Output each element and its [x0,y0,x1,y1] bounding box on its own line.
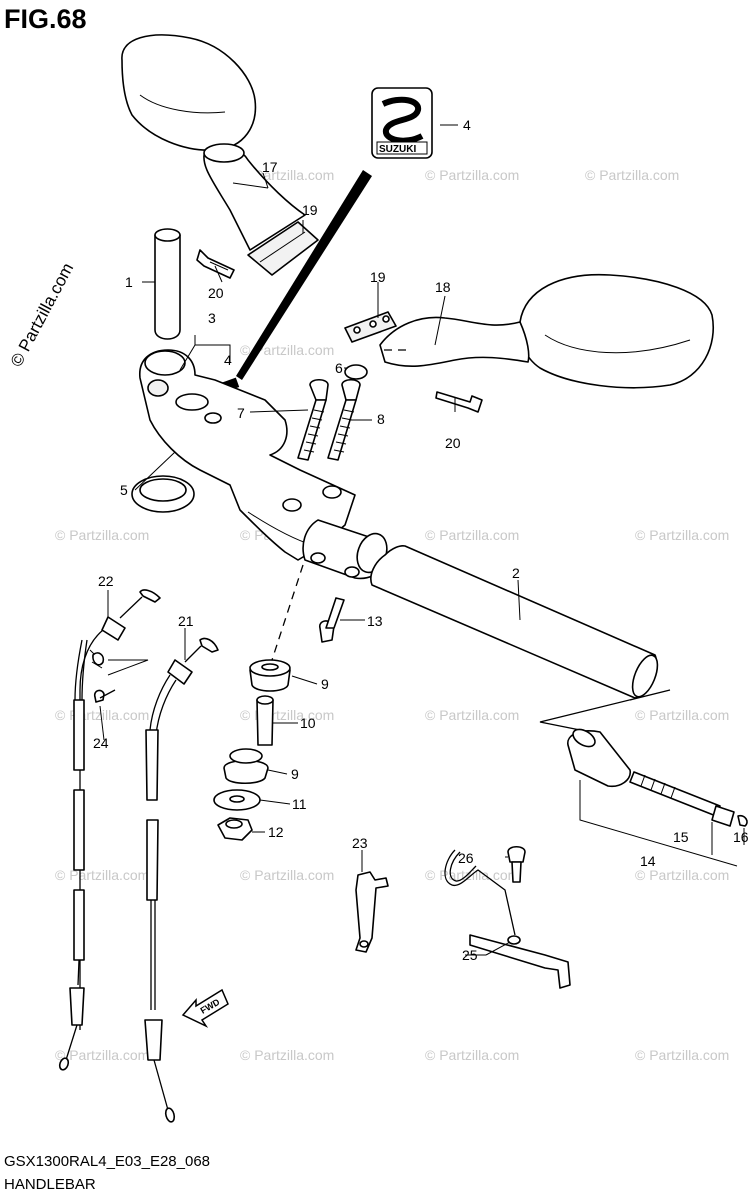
left-mirror-bolt [196,249,235,279]
collar [256,695,274,746]
callout-20-left: 20 [208,285,224,301]
callout-4-emblem: 4 [463,117,471,133]
callout-1: 1 [125,274,133,290]
callout-9-upper: 9 [321,676,329,692]
watermark: © Partzilla.com [240,707,334,723]
callout-19-right: 19 [370,269,386,285]
section-title: HANDLEBAR [4,1176,96,1193]
watermark: © Partzilla.com [425,527,519,543]
left-mirror [121,34,306,251]
watermark: © Partzilla.com [55,1047,149,1063]
bolt-cap [344,364,368,380]
nut-12 [217,817,253,841]
watermark: © Partzilla.com [55,867,149,883]
watermark: © Partzilla.com [425,167,519,183]
right-handlebar [370,545,659,699]
right-mirror-gasket [344,311,397,343]
washer-11 [213,789,261,811]
left-mirror-gasket [247,221,319,276]
leader-lines [99,124,521,956]
handlebar-holder [139,349,388,580]
screw-26 [507,845,526,883]
callout-19-left: 19 [302,202,318,218]
suzuki-emblem: SUZUKI [371,87,433,159]
callout-20-right: 20 [445,435,461,451]
watermark: © Partzilla.com [635,867,729,883]
watermark: © Partzilla.com [635,1047,729,1063]
callout-26: 26 [458,850,474,866]
clamp-bracket-23 [355,871,389,953]
bracket-22 [107,659,149,676]
break-line [539,689,671,731]
watermark: © Partzilla.com [425,707,519,723]
model-code: GSX1300RAL4_E03_E28_068 [4,1153,211,1170]
callout-16: 16 [733,829,749,845]
emblem-pointer [236,170,372,380]
callout-22: 22 [98,573,114,589]
watermark: © Partzilla.com [55,527,149,543]
callout-13: 13 [367,613,383,629]
watermark: © Partzilla.com [240,867,334,883]
figure-title: FIG.68 [4,4,87,34]
cable-bracket-25 [444,849,571,989]
forward-arrow: FWD [181,988,229,1028]
callout-14: 14 [640,853,656,869]
throttle-cable-22 [58,589,161,1071]
callout-9-lower: 9 [291,766,299,782]
holder-bolt-8 [327,378,361,461]
bar-end-screw [629,771,735,827]
throttle-cable-21 [144,637,219,1123]
bar-end-weight [567,728,631,788]
watermark-rotated: © Partzilla.com [7,260,78,370]
left-grip [154,228,181,340]
watermark: © Partzilla.com [425,1047,519,1063]
callout-labels: 17 19 4 1 20 3 4 5 7 8 6 19 18 20 2 13 9… [93,117,749,963]
callout-7: 7 [237,405,245,421]
rubber-bushing-lower [223,748,269,785]
callout-2: 2 [512,565,520,581]
callout-3: 3 [208,310,216,326]
callout-6: 6 [335,360,343,376]
right-mirror [379,273,714,389]
callout-10: 10 [300,715,316,731]
seal-ring [131,475,195,513]
callout-25: 25 [462,947,478,963]
callout-11: 11 [292,796,307,812]
washer-16 [737,814,748,827]
watermark: © Partzilla.com [635,707,729,723]
callout-24: 24 [93,735,109,751]
watermark: © Partzilla.com [635,527,729,543]
callout-18: 18 [435,279,451,295]
holder-bolt-13 [319,597,345,643]
holder-bolt-7 [297,378,329,461]
callout-5: 5 [120,482,128,498]
right-mirror-bolt [435,391,483,413]
callout-8: 8 [377,411,385,427]
watermark: © Partzilla.com [240,1047,334,1063]
callout-15: 15 [673,829,689,845]
callout-23: 23 [352,835,368,851]
rubber-bushing-upper [249,659,291,692]
callout-21: 21 [178,613,194,629]
watermark: © Partzilla.com [585,167,679,183]
screw-24 [93,689,116,703]
callout-4-mark: 4 [224,352,232,368]
emblem-label: SUZUKI [379,144,416,155]
bracket-14 [579,780,738,867]
callout-17: 17 [262,159,278,175]
callout-12: 12 [268,824,284,840]
center-line [271,564,304,661]
